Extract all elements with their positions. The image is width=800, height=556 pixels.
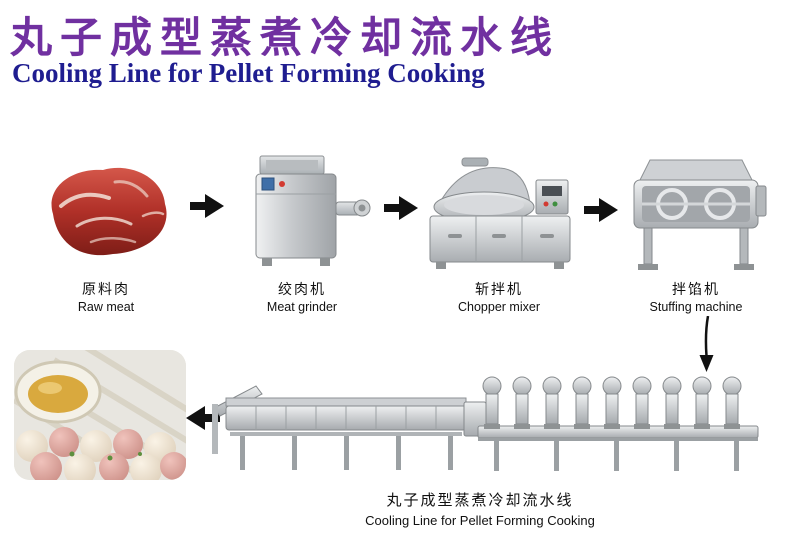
step-label-cn-raw-meat: 原料肉 bbox=[82, 281, 130, 297]
arrow-down-icon bbox=[696, 315, 718, 374]
meat-grinder-illustration bbox=[255, 155, 371, 266]
step-label-en-raw-meat: Raw meat bbox=[77, 300, 135, 314]
page-title-english: Cooling Line for Pellet Forming Cooking bbox=[12, 58, 485, 88]
step-label-cn-meat-grinder: 绞肉机 bbox=[278, 281, 326, 297]
meat-grinder-photo bbox=[232, 148, 372, 272]
stuffing-machine-illustration bbox=[633, 159, 766, 270]
flow-step-raw-meat: 原料肉 Raw meat bbox=[26, 148, 186, 314]
caption-chinese: 丸子成型蒸煮冷却流水线 bbox=[386, 492, 574, 509]
production-line-illustration bbox=[212, 376, 759, 471]
step-label-en-chopper-mixer: Chopper mixer bbox=[458, 300, 540, 314]
step-label-en-meat-grinder: Meat grinder bbox=[266, 300, 338, 314]
flow-step-meat-grinder: 绞肉机 Meat grinder bbox=[228, 148, 376, 314]
production-line-caption: 丸子成型蒸煮冷却流水线 Cooling Line for Pellet Form… bbox=[365, 489, 595, 528]
step-label-en-stuffing-machine: Stuffing machine bbox=[649, 300, 743, 314]
page-title-chinese: 丸子成型蒸煮冷却流水线 bbox=[10, 14, 561, 61]
meatballs-photo bbox=[14, 350, 186, 480]
meatballs-illustration bbox=[14, 350, 186, 480]
flow-step-stuffing-machine: 拌馅机 Stuffing machine bbox=[622, 148, 770, 314]
caption-english: Cooling Line for Pellet Forming Cooking bbox=[365, 513, 595, 528]
chopper-mixer-illustration bbox=[429, 157, 570, 269]
raw-meat-photo bbox=[31, 148, 181, 272]
arrow-right-icon bbox=[190, 194, 224, 218]
flow-step-chopper-mixer: 斩拌机 Chopper mixer bbox=[420, 148, 578, 314]
arrow-left-icon bbox=[186, 406, 220, 430]
arrow-right-icon bbox=[384, 196, 418, 220]
stuffing-machine-photo bbox=[624, 148, 769, 272]
chopper-mixer-photo bbox=[422, 148, 577, 272]
step-label-cn-stuffing-machine: 拌馅机 bbox=[672, 281, 720, 297]
arrow-right-icon bbox=[584, 198, 618, 222]
raw-meat-illustration bbox=[51, 167, 167, 256]
step-label-cn-chopper-mixer: 斩拌机 bbox=[475, 281, 523, 297]
production-line-photo bbox=[212, 374, 764, 478]
